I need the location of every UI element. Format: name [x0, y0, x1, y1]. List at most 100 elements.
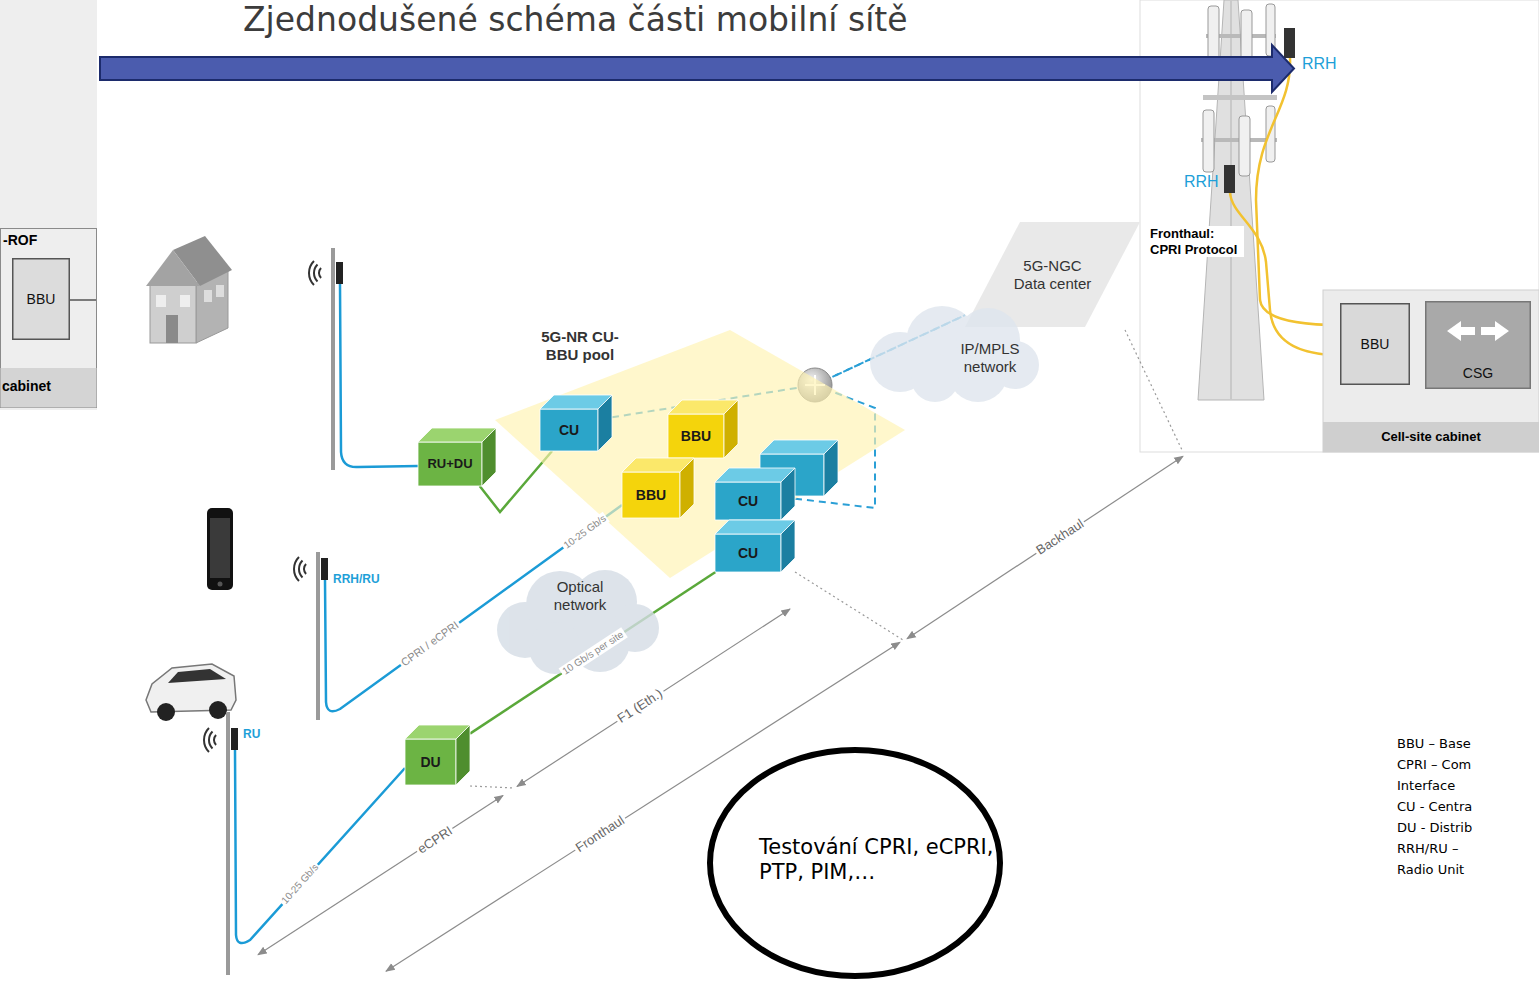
rate-label: 10-25 Gb/s: [560, 511, 610, 552]
rrh-label: RRH: [1184, 172, 1219, 191]
house-icon: [150, 283, 196, 343]
extension-line: [470, 330, 1183, 788]
cu-unit: CU: [715, 468, 795, 520]
fiber-cable: [340, 284, 418, 467]
node-text: Cell-site cabinet: [1381, 429, 1481, 445]
node-text: -ROF: [3, 232, 37, 249]
phone-icon: [207, 508, 233, 590]
radio-unit: [321, 558, 328, 580]
node-text: BBU: [1361, 336, 1390, 353]
bbu-unit: BBU: [668, 400, 738, 458]
cube-side: [824, 440, 838, 496]
antenna-panel: [1266, 106, 1275, 162]
radio-unit: [231, 728, 238, 750]
radio-waves: [294, 557, 306, 581]
node-text: cabinet: [2, 378, 51, 395]
cube-front: [405, 739, 456, 785]
glossary-line: BBU – Base: [1397, 736, 1471, 752]
pool-band: [495, 330, 905, 578]
house-door: [166, 315, 178, 343]
house-window: [180, 295, 190, 307]
cube-side: [482, 428, 496, 486]
cube-side: [598, 395, 612, 451]
house-roof: [146, 250, 200, 286]
cube-front: [715, 534, 781, 572]
cloud-shape: [870, 306, 1039, 402]
node-text: 5G-NR CU-BBU pool: [530, 328, 630, 364]
glossary-line: CPRI – Com: [1397, 757, 1471, 773]
node-text: Optical network: [545, 578, 615, 614]
rrh-label: RRH: [1302, 54, 1337, 73]
glossary-line: DU - Distrib: [1397, 820, 1472, 836]
phone-screen: [210, 518, 230, 578]
node-text: DU: [420, 754, 440, 771]
glossary-line: Radio Unit: [1397, 862, 1464, 878]
dimension-label: eCPRI: [413, 822, 457, 858]
cube-side: [781, 520, 795, 572]
cabinet-panel: -ROF cabinet BBU: [0, 228, 97, 408]
antenna-pole: [331, 248, 335, 470]
panel-border: [1, 229, 97, 408]
f1-link: [470, 572, 716, 734]
cube-front: [540, 409, 598, 451]
radio-label: RU: [243, 727, 260, 741]
cube-front: [418, 442, 482, 486]
cube-front: [715, 482, 781, 520]
antenna-pole: [226, 712, 230, 975]
panel-bar: [1323, 422, 1539, 452]
antenna-panel: [1203, 110, 1214, 172]
box-outline: [1426, 302, 1531, 389]
bbu-box: BBU: [12, 258, 70, 340]
box-outline: [1341, 304, 1410, 385]
car-window: [168, 669, 226, 683]
house-window: [156, 295, 166, 307]
node-text: IP/MPLS network: [955, 340, 1025, 376]
node-text: Testování CPRI, eCPRI, PTP, PIM,…: [759, 835, 999, 885]
node-text: 5G-NGC Data center: [1009, 257, 1097, 293]
ru-du-unit: RU+DU: [418, 428, 496, 486]
cube-front: [668, 414, 724, 458]
node-text: RU+DU: [427, 456, 472, 472]
node-text: BBU: [27, 291, 56, 308]
dimension-line: [258, 796, 503, 955]
node-text: BBU: [681, 428, 711, 445]
node-text: CSG: [1463, 365, 1493, 382]
inset-background: [0, 0, 97, 410]
bbu-box: BBU: [1340, 303, 1410, 385]
cu-bbu-pool: 5G-NR CU-BBU poolCU BBU BBU CU CU: [480, 320, 910, 585]
antenna-panel: [1239, 116, 1250, 176]
car-wheel: [157, 703, 175, 721]
fiber-cable: [325, 505, 622, 711]
node-text: CU: [559, 422, 579, 439]
bbu-unit: BBU: [622, 458, 694, 518]
radio-waves: [309, 261, 321, 285]
interface-label: CPRI / eCPRI: [397, 618, 463, 671]
radio-unit: [336, 262, 343, 284]
tower-platform: [1203, 95, 1277, 100]
cube-front: [622, 472, 680, 518]
cube-side: [680, 458, 694, 518]
car-wheel: [209, 701, 227, 719]
node-text: CU: [738, 493, 758, 510]
cell-site-cabinet: Cell-site cabinet BBU CSG: [1323, 290, 1539, 452]
cu-unit: CU: [715, 520, 795, 572]
panel-bar: [1, 368, 97, 408]
antenna-pole: [316, 552, 320, 720]
callout-oval: Testování CPRI, eCPRI, PTP, PIM,…: [707, 747, 1003, 979]
rate-label: 10-25 Gb/s: [278, 860, 323, 908]
pointer-arrow: [100, 45, 1294, 92]
box-outline: [13, 259, 70, 340]
cube-side: [781, 468, 795, 520]
radio-label: RRH/RU: [333, 572, 380, 586]
rrh-unit: [1224, 165, 1235, 193]
cloud-puff: [911, 354, 959, 402]
dimension-label: Fronthaul: [571, 811, 629, 856]
ip-mpls-cloud: IP/MPLS network: [860, 300, 1040, 400]
fronthaul-note: Fronthaul: CPRI Protocol: [1148, 226, 1244, 257]
radio-waves: [204, 728, 216, 752]
cube-side: [724, 400, 738, 458]
diagram-title: Zjednodušené schéma části mobilní sítě: [243, 0, 908, 40]
glossary-line: Interface: [1397, 778, 1455, 794]
